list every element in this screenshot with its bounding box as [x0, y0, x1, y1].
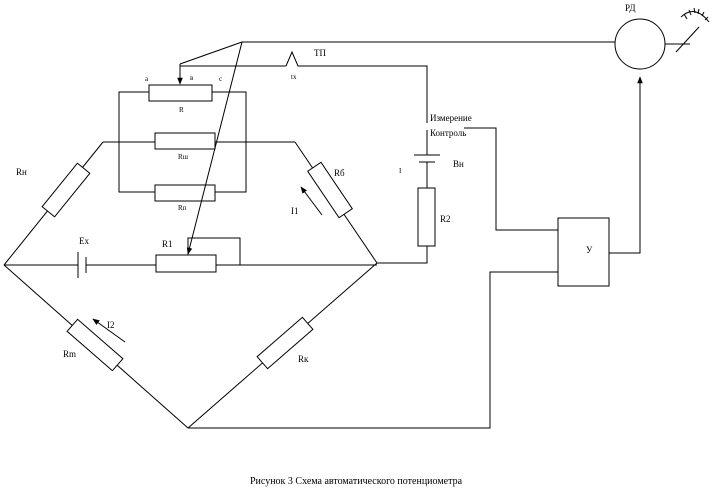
thermocouple-junction — [285, 50, 306, 67]
slider-link-r1 — [186, 41, 243, 255]
label-tx: tx — [291, 73, 297, 81]
resistor-rk — [256, 316, 314, 370]
resistor-rsh — [154, 132, 216, 150]
resistor-rn-left — [41, 162, 91, 218]
wire-r1-shunt — [187, 237, 241, 265]
label-i1: I1 — [291, 206, 299, 216]
label-kontrol: Контроль — [430, 128, 466, 138]
label-rd: РД — [625, 3, 635, 13]
wire-kontrol-amp — [464, 127, 558, 231]
label-i2: I2 — [107, 320, 115, 330]
amplifier-u — [557, 217, 610, 287]
label-c: c — [219, 75, 222, 83]
label-rn-left: Rн — [16, 167, 27, 177]
label-bn: Вн — [453, 159, 464, 169]
figure-caption: Рисунок 3 Схема автоматического потенцио… — [250, 476, 463, 487]
label-r1: R1 — [162, 239, 173, 249]
motor-rd — [614, 18, 666, 70]
label-r2: R2 — [440, 214, 451, 224]
wire-amp-motor — [609, 76, 643, 254]
label-rb: Rб — [334, 168, 345, 178]
label-r: R — [179, 106, 184, 114]
resistor-r2 — [417, 187, 436, 247]
label-a: a — [145, 75, 149, 83]
label-sw-mark: I — [399, 167, 402, 175]
slider-link-r — [179, 41, 243, 65]
label-izmer: Измерение — [430, 113, 472, 123]
resistor-rb — [307, 161, 353, 219]
arrow-i1 — [300, 186, 323, 216]
wire-r2-bridge — [377, 246, 428, 264]
label-rp: Rп — [178, 204, 187, 212]
label-u: У — [586, 245, 593, 255]
label-rsh: Rш — [178, 153, 189, 161]
arrow-i2 — [92, 318, 126, 343]
wire-block-left — [118, 91, 155, 193]
resistor-rp — [154, 184, 216, 202]
wire-thermocouple-right — [306, 65, 428, 118]
slidewire-r — [148, 84, 213, 102]
pointer-needle — [675, 26, 700, 53]
wire-bridge-bottom-amp — [188, 271, 558, 429]
label-rk: Rк — [298, 354, 309, 364]
resistor-r1 — [155, 254, 217, 273]
resistor-rm — [66, 318, 124, 372]
label-rm: Rm — [63, 349, 76, 359]
scale-ticks — [683, 7, 709, 21]
label-ex: Ex — [79, 236, 89, 246]
label-b: в — [190, 74, 194, 82]
label-tp: ТП — [314, 48, 326, 58]
